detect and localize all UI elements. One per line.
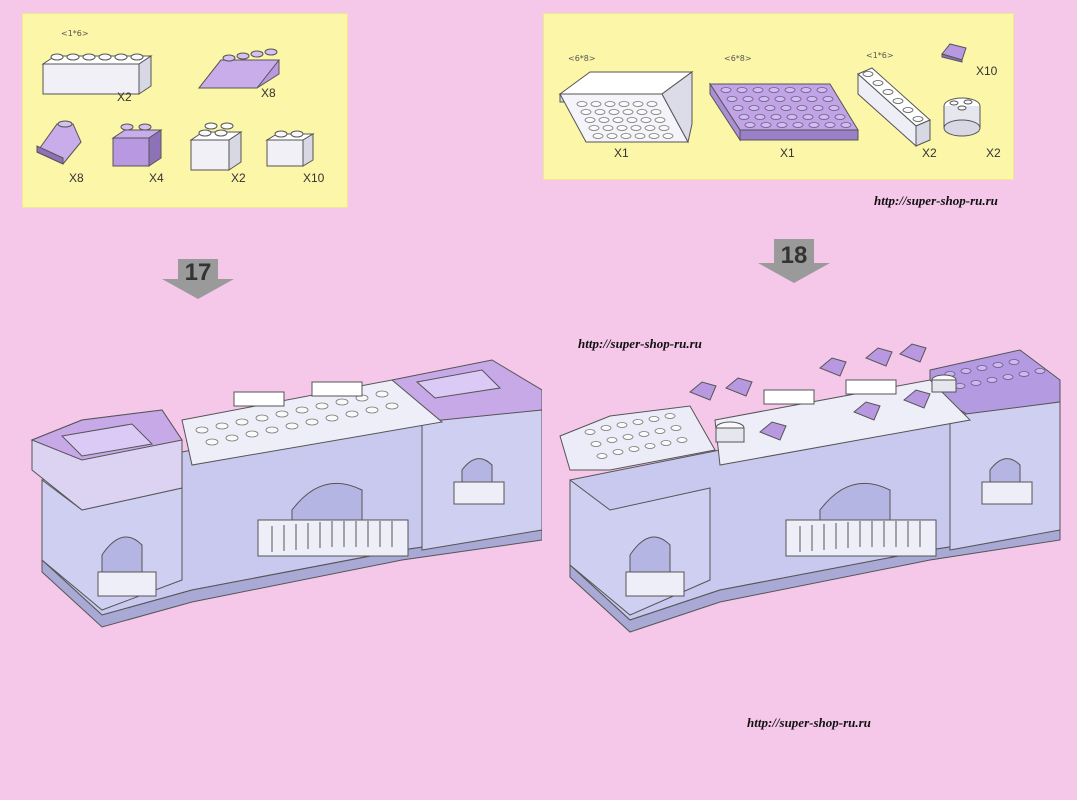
- part-quantity: X2: [117, 90, 132, 104]
- white-brick-1x6-icon: [41, 53, 153, 95]
- part-dimension: <6*8>: [568, 54, 596, 63]
- step-number: 17: [184, 259, 212, 286]
- assembly-step-18-illustration: [559, 343, 1061, 633]
- white-brick-1x2-icon: [265, 130, 315, 167]
- part-quantity: X10: [303, 171, 325, 185]
- part-dimension: <1*6>: [61, 29, 89, 38]
- part-dimension: <6*8>: [724, 54, 752, 63]
- part-quantity: X2: [231, 171, 246, 185]
- lilac-slope-1x1-icon: [941, 43, 967, 63]
- white-brick-2x2-icon: [189, 122, 243, 171]
- lilac-corner-slope-icon: [36, 120, 82, 165]
- white-round-brick-2x2-icon: [943, 97, 981, 137]
- step-number: 18: [780, 242, 808, 269]
- parts-list-step-18: <6*8> X1 <6*8>: [543, 13, 1014, 180]
- part-quantity: X8: [261, 86, 276, 100]
- part-dimension: <1*6>: [866, 51, 894, 60]
- part-quantity: X2: [922, 146, 937, 160]
- step-arrow-down-icon: [758, 239, 830, 283]
- lilac-plate-6x8-icon: [709, 82, 859, 142]
- part-quantity: X8: [69, 171, 84, 185]
- part-quantity: X2: [986, 146, 1001, 160]
- watermark-url[interactable]: http://super-shop-ru.ru: [578, 336, 702, 351]
- lilac-slope-2x2-icon: [111, 123, 163, 167]
- step-arrow-down-icon: [162, 259, 234, 299]
- part-quantity: X10: [976, 64, 998, 78]
- part-quantity: X1: [614, 146, 629, 160]
- lilac-slope-2x4-icon: [197, 48, 281, 89]
- watermark-url[interactable]: http://super-shop-ru.ru: [874, 193, 998, 208]
- parts-list-step-17: <1*6> X2 X8 X8: [22, 13, 348, 208]
- part-quantity: X1: [780, 146, 795, 160]
- white-plate-6x8-icon: [558, 71, 694, 144]
- watermark-url[interactable]: http://super-shop-ru.ru: [747, 715, 871, 730]
- part-quantity: X4: [149, 171, 164, 185]
- assembly-step-17-illustration: [30, 359, 542, 628]
- white-brick-1x6-icon: [857, 67, 931, 148]
